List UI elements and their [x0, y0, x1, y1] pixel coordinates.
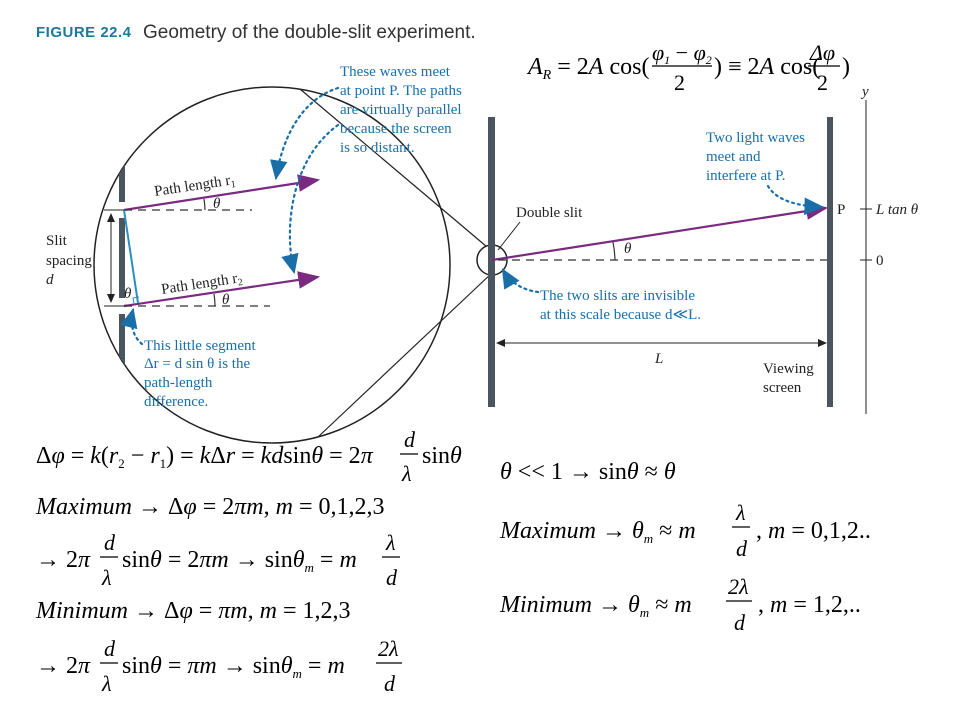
minimum-condition: Minimum → Δφ = πm, m = 1,2,3: [35, 598, 351, 624]
svg-text:AR = 2A cos(: AR = 2A cos(: [526, 54, 649, 83]
y-axis-label: y: [860, 84, 869, 100]
slit-spacing-line-1: Slit: [46, 233, 68, 249]
svg-text:Δφ: Δφ: [809, 40, 835, 65]
inset-barrier-top: [119, 90, 125, 202]
svg-text:d: d: [104, 530, 116, 555]
svg-text:d: d: [104, 636, 116, 661]
svg-text:λ: λ: [735, 500, 746, 525]
svg-text:, m = 0,1,2..: , m = 0,1,2..: [756, 518, 871, 544]
ltan-label: L tan θ: [875, 202, 919, 218]
double-slit-barrier: [488, 117, 495, 407]
svg-text:φ1 − φ2: φ1 − φ2: [652, 40, 712, 67]
svg-text:): ): [842, 54, 850, 80]
segment-annotation-line-1: This little segment: [144, 338, 256, 354]
path-length-1-label: Path length r1: [153, 172, 236, 202]
svg-text:Maximum → θm ≈ m: Maximum → θm ≈ m: [499, 518, 696, 546]
figure-caption: Geometry of the double-slit experiment.: [143, 22, 476, 43]
svg-text:Minimum → Δφ = πm, m = 1,2,3: Minimum → Δφ = πm, m = 1,2,3: [35, 598, 351, 624]
meet-annotation-line-2: meet and: [706, 149, 761, 165]
viewing-screen-line-1: Viewing: [763, 361, 814, 377]
svg-text:d: d: [736, 536, 748, 561]
ray-r1: [123, 174, 321, 212]
slit-spacing-line-2: spacing: [46, 253, 92, 269]
theta-label-2: θ: [222, 292, 230, 308]
inset-barrier-middle: [119, 218, 125, 298]
phase-difference-equation: Δφ = k(r2 − r1) = kΔr = kdsinθ = 2π d λ …: [36, 427, 462, 486]
l-label: L: [654, 351, 663, 367]
small-angle-approximation: θ << 1 → sinθ ≈ θ: [500, 459, 676, 485]
annotation-arrow-2: [281, 123, 340, 275]
theta-arc-1: [203, 198, 206, 211]
amplitude-equation: AR = 2A cos( φ1 − φ2 2 ) ≡ 2A cos( Δφ 2 …: [526, 40, 850, 95]
inset-annotation-line-5: is so distant.: [340, 140, 415, 156]
inset-annotation-line-4: because the screen: [340, 121, 452, 137]
svg-text:λ: λ: [401, 461, 412, 486]
svg-text:sinθ = 2πm → sinθm = m: sinθ = 2πm → sinθm = m: [122, 547, 357, 575]
theta-label-3: θ: [124, 286, 132, 302]
minimum-result: → 2π d λ sinθ = πm → sinθm = m 2λ d: [36, 636, 402, 696]
svg-text:d: d: [734, 610, 746, 635]
invisible-annotation-line-1: The two slits are invisible: [540, 288, 695, 304]
annotation-arrow-5: [766, 184, 825, 216]
invisible-annotation-line-2: at this scale because d≪L.: [540, 307, 701, 323]
svg-text:) ≡ 2A cos(: ) ≡ 2A cos(: [714, 54, 820, 80]
svg-text:2λ: 2λ: [728, 574, 749, 599]
viewing-screen: [827, 117, 833, 407]
point-p-label: P: [837, 202, 845, 218]
ray-r2: [123, 271, 321, 308]
segment-annotation-line-4: difference.: [144, 394, 208, 410]
meet-annotation-line-3: interfere at P.: [706, 168, 786, 184]
theta-arc-2: [213, 293, 216, 307]
segment-annotation-line-3: path-length: [144, 375, 213, 391]
svg-text:θ << 1 → sinθ ≈ θ: θ << 1 → sinθ ≈ θ: [500, 459, 676, 485]
right-angle-mark: [132, 296, 140, 305]
theta-label-main: θ: [624, 241, 632, 257]
svg-text:d: d: [384, 671, 396, 696]
viewing-screen-line-2: screen: [763, 380, 802, 396]
svg-text:d: d: [404, 427, 416, 452]
inset-barrier-bottom: [119, 314, 125, 443]
svg-text:λ: λ: [101, 671, 112, 696]
maximum-approximation: Maximum → θm ≈ m λ d , m = 0,1,2..: [499, 500, 871, 561]
svg-text:Minimum → θm ≈ m: Minimum → θm ≈ m: [499, 592, 692, 620]
maximum-result: → 2π d λ sinθ = 2πm → sinθm = m λ d: [36, 530, 400, 590]
svg-text:→ 2π: → 2π: [36, 547, 91, 573]
svg-text:d: d: [386, 565, 398, 590]
svg-text:, m = 1,2,..: , m = 1,2,..: [758, 592, 861, 618]
zero-label: 0: [876, 253, 884, 269]
inset-annotation-line-1: These waves meet: [340, 64, 451, 80]
zoom-line-top: [299, 88, 494, 253]
main-ray: [491, 202, 829, 262]
svg-text:→ 2π: → 2π: [36, 653, 91, 679]
theta-label-1: θ: [213, 196, 221, 212]
meet-annotation-line-1: Two light waves: [706, 130, 805, 146]
slit-spacing-line-3: d: [46, 272, 54, 288]
svg-text:2: 2: [817, 70, 828, 95]
svg-text:2λ: 2λ: [378, 636, 399, 661]
svg-text:sinθ = πm → sinθm = m: sinθ = πm → sinθm = m: [122, 653, 345, 681]
magnifier-circle: [93, 86, 451, 444]
maximum-condition: Maximum → Δφ = 2πm, m = 0,1,2,3: [35, 494, 385, 520]
theta-arc-main: [612, 241, 616, 261]
svg-text:λ: λ: [101, 565, 112, 590]
double-slit-pointer: [497, 221, 521, 251]
delta-r-segment: [123, 209, 139, 304]
segment-annotation-line-2: Δr = d sin θ is the: [144, 356, 250, 372]
svg-text:sinθ: sinθ: [422, 443, 462, 469]
inset-annotation-line-2: at point P. The paths: [340, 83, 462, 99]
svg-text:λ: λ: [385, 530, 396, 555]
minimum-approximation: Minimum → θm ≈ m 2λ d , m = 1,2,..: [499, 574, 861, 635]
double-slit-label: Double slit: [516, 205, 583, 221]
annotation-arrow-3: [120, 307, 144, 346]
svg-text:Maximum → Δφ = 2πm, m = 0,1,2,: Maximum → Δφ = 2πm, m = 0,1,2,3: [35, 494, 385, 520]
figure-label: FIGURE 22.4: [36, 24, 132, 41]
inset-annotation-line-3: are virtually parallel: [340, 102, 462, 118]
svg-text:Δφ = k(r2 − r1) = kΔr = kdsinθ: Δφ = k(r2 − r1) = kΔr = kdsinθ = 2π: [36, 443, 374, 471]
svg-text:2: 2: [674, 70, 685, 95]
zoom-line-bottom: [317, 271, 494, 438]
annotation-arrow-1: [270, 86, 340, 181]
annotation-arrow-4: [501, 268, 540, 294]
